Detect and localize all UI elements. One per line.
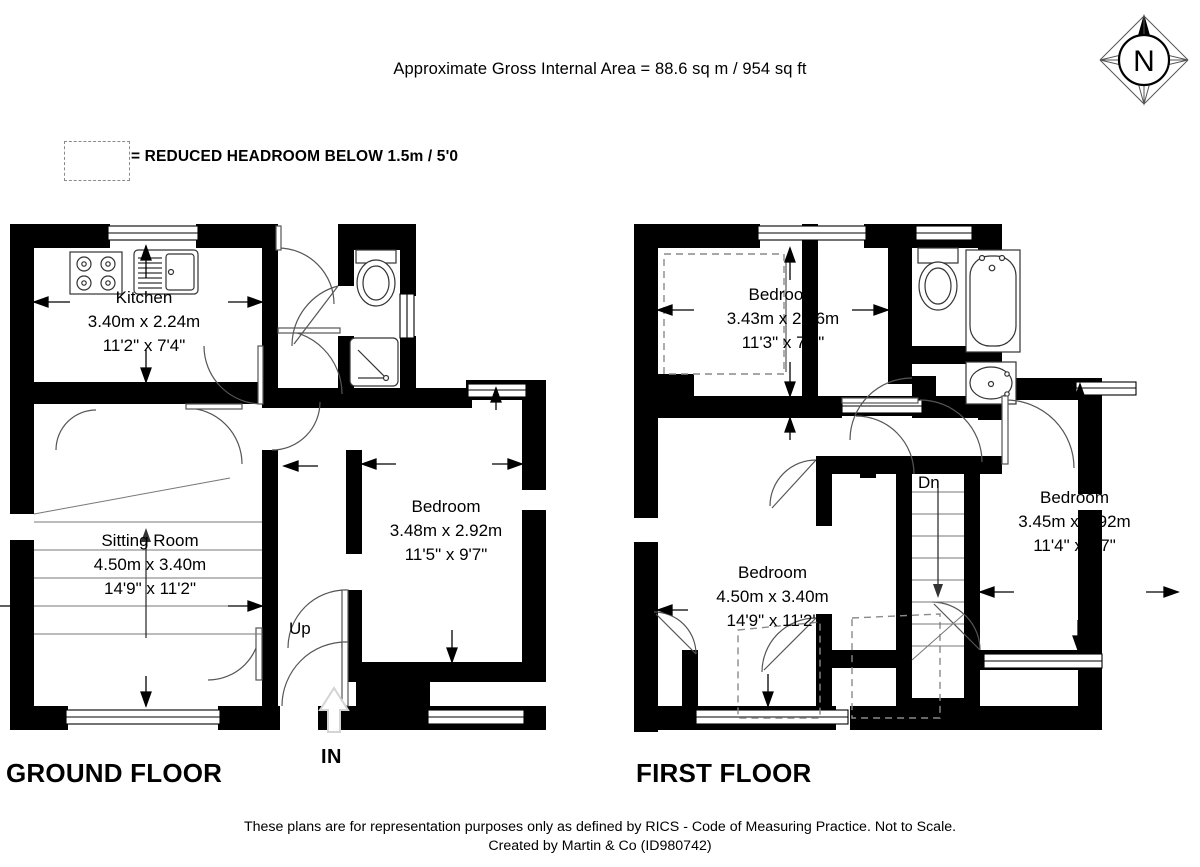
footer-line-creator: Created by Martin & Co (ID980742) xyxy=(488,838,712,854)
entrance-arrow-icon xyxy=(318,686,350,733)
footer-disclaimer: These plans are for representation purpo… xyxy=(0,818,1200,856)
compass-north-label: N xyxy=(1133,45,1155,78)
reduced-headroom-zones xyxy=(663,253,941,719)
ground-floor-plan xyxy=(0,224,546,733)
ground-floor-walls xyxy=(10,224,546,730)
dashed-rectangle-icon xyxy=(64,141,130,181)
toilet-icon xyxy=(355,249,397,307)
entrance-label: IN xyxy=(321,746,342,768)
ground-floor-dimension-arrows xyxy=(0,244,524,708)
ground-floor-doors xyxy=(55,225,349,707)
floor-title-first: FIRST FLOOR xyxy=(636,758,812,788)
basin-icon xyxy=(965,361,1017,405)
stair-direction-label-down: Dn xyxy=(918,473,940,492)
first-floor-windows xyxy=(695,225,1137,725)
bathroom-fittings xyxy=(917,247,1021,405)
first-floor-doors xyxy=(653,258,1075,673)
first-floor-plan xyxy=(634,224,1180,732)
wc-fittings xyxy=(355,249,397,307)
staircase-up xyxy=(33,477,262,638)
toilet-icon xyxy=(917,247,959,311)
compass-rose-icon: N xyxy=(1099,14,1189,106)
legend-reduced-headroom-label: = REDUCED HEADROOM BELOW 1.5m / 5'0 xyxy=(131,148,459,165)
bathtub-icon xyxy=(965,249,1021,353)
gross-internal-area-note: Approximate Gross Internal Area = 88.6 s… xyxy=(393,60,807,78)
sink-icon xyxy=(133,249,199,295)
kitchen-fittings xyxy=(69,249,199,295)
floor-title-ground: GROUND FLOOR xyxy=(6,758,223,788)
hob-icon xyxy=(69,251,123,295)
staircase-down xyxy=(911,488,965,661)
first-floor-dimension-arrows xyxy=(656,246,1180,708)
stair-direction-label-up: Up xyxy=(289,619,311,638)
shower-enclosure-icon xyxy=(349,337,399,387)
footer-line-rics: These plans are for representation purpo… xyxy=(243,819,957,835)
